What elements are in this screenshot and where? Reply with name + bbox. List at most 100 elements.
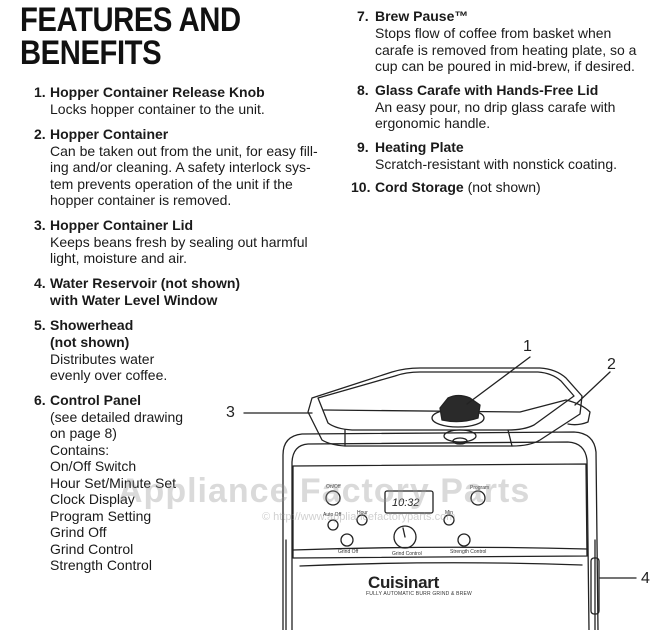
feature-3: 3. Hopper Container Lid Keeps beans fres… [34,217,334,267]
feature-title: Water Reservoir (not shown) [50,274,241,291]
panel-label-strength: Strength Control [450,549,487,555]
control-item: Hour Set/Minute Set [50,474,177,491]
callout-1: 1 [523,338,532,355]
control-item: Program Setting [50,507,152,524]
control-item: Strength Control [50,557,152,573]
callout-2-line [574,371,611,406]
feature-10: 10. Cord Storage (not shown) [351,179,664,196]
control-panel-band [292,463,588,559]
feature-6: 6. Control Panel (see detailed drawing o… [34,392,334,574]
feature-number: 6. [34,391,46,408]
machine-body [282,431,599,630]
title-line-2: BENEFITS [20,34,162,72]
feature-number: 3. [34,216,46,233]
feature-description: Locks hopper container to the unit. [50,101,334,118]
control-item: Clock Display [50,491,135,507]
feature-number: 10. [351,179,371,195]
feature-description: (see detailed drawing on page 8) Contain… [50,409,334,574]
feature-title: Control Panel [50,391,142,408]
feature-5: 5. Showerhead (not shown) Distributes wa… [34,317,334,384]
desc-line: Contains: [50,441,110,458]
feature-7: 7. Brew Pause™ Stops flow of coffee from… [357,8,664,75]
desc-line: Stops flow of coffee from basket when [375,25,612,41]
feature-title: Hopper Container Release Knob [50,84,265,100]
feature-description: Scratch-resistant with nonstick coating. [375,156,664,173]
feature-title: Heating Plate [375,138,464,155]
feature-description: Distributes water evenly over coffee. [50,351,334,384]
feature-title: Showerhead [50,316,134,333]
features-column-left: 1. Hopper Container Release Knob Locks h… [34,84,334,582]
page-title: FEATURES AND BENEFITS [20,1,241,72]
desc-line: cup can be poured in mid-brew, if desire… [375,58,635,74]
callout-4: 4 [641,570,650,587]
control-panel-lower-edge [292,546,588,551]
feature-description: Keeps beans fresh by sealing out harmful… [50,234,334,267]
knob-shaft [443,429,477,443]
feature-title-line-2: (not shown) [50,333,130,350]
control-item: Grind Off [50,524,107,540]
feature-title-text: Cord Storage [375,179,464,195]
title-line-1: FEATURES AND [20,1,241,39]
water-level-window [590,557,600,615]
feature-8: 8. Glass Carafe with Hands-Free Lid An e… [357,81,664,132]
feature-number: 7. [357,8,369,24]
feature-description: Can be taken out from the unit, for easy… [50,143,334,209]
hour-button [356,514,368,526]
clock-display-text: 10:32 [392,497,420,509]
feature-4: 4. Water Reservoir (not shown) with Wate… [34,275,334,309]
features-column-right: 7. Brew Pause™ Stops flow of coffee from… [351,8,664,203]
callout-2: 2 [607,356,616,373]
control-item: Grind Control [50,540,134,557]
body-inner-edge [291,441,590,630]
panel-label-program: Program [470,485,490,491]
feature-title: Glass Carafe with Hands-Free Lid [375,81,599,98]
panel-label-min: Min [445,510,454,516]
feature-9: 9. Heating Plate Scratch-resistant with … [357,138,664,173]
feature-description: Stops flow of coffee from basket when ca… [375,25,664,75]
callout-3: 3 [226,404,235,421]
desc-line: Scratch-resistant with nonstick coating. [375,155,617,172]
desc-line: tem prevents operation of the unit if th… [50,175,293,192]
knob-ring [452,437,468,445]
desc-line: carafe is removed from heating plate, so… [375,41,637,58]
desc-line: ing and/or cleaning. A safety interlock … [50,159,311,175]
feature-number: 5. [34,316,46,333]
feature-number: 8. [357,81,369,98]
callout-1-line [466,356,531,405]
panel-label-auto-off: Auto Off [323,512,342,518]
dial-pointer [402,527,406,538]
feature-title: Hopper Container Lid [50,216,194,233]
desc-line: ergonomic handle. [375,115,491,131]
desc-line: on page 8) [50,425,117,441]
hopper-lid-top [317,371,575,431]
feature-title-line-2: with Water Level Window [50,291,218,308]
panel-label-grind-off: Grind Off [338,549,359,555]
desc-line: An easy pour, no drip glass carafe with [375,98,616,115]
feature-2: 2. Hopper Container Can be taken out fro… [34,126,334,209]
feature-number: 2. [34,125,46,142]
program-button [470,490,486,506]
desc-line: Locks hopper container to the unit. [50,101,265,117]
on-off-button [325,490,341,506]
desc-line: evenly over coffee. [50,367,168,383]
strength-button [457,533,471,547]
hopper-handle [565,399,591,426]
control-item: On/Off Switch [50,458,137,474]
panel-label-grind-control: Grind Control [392,551,422,557]
desc-line: (see detailed drawing [50,408,184,425]
desc-line: Can be taken out from the unit, for easy… [50,142,318,159]
hopper-lid-inner [323,399,567,413]
feature-1: 1. Hopper Container Release Knob Locks h… [34,84,334,118]
grind-off-button [340,533,354,547]
front-lower-panel [299,562,583,567]
panel-label-hour: Hour [357,510,368,516]
feature-title: Cord Storage (not shown) [375,179,664,196]
feature-title: Hopper Container [50,125,169,142]
desc-line: light, moisture and air. [50,250,187,266]
desc-line: Distributes water [50,350,155,367]
watermark-url: © http://www.appliancefactoryparts.com [262,511,456,523]
feature-description: An easy pour, no drip glass carafe with … [375,99,664,132]
panel-label-on-off: On/Off [326,484,341,490]
clock-display [384,490,434,514]
hopper-inner-wall [344,429,513,447]
